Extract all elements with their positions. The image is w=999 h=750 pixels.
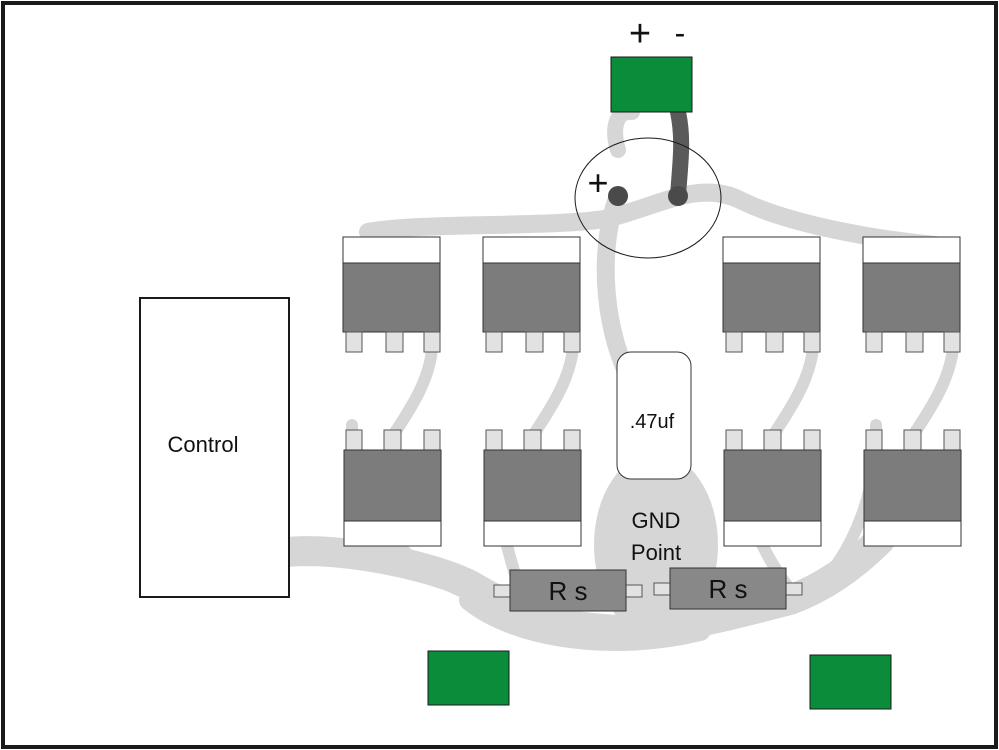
transistor-lower-3 <box>723 429 822 547</box>
transistor-lower-1 <box>343 429 442 547</box>
electrolytic-capacitor-outline <box>574 137 722 259</box>
transistor-lower-4 <box>863 429 962 547</box>
film-capacitor <box>616 351 692 480</box>
transistor-upper-2 <box>482 236 581 353</box>
sense-resistor-left <box>493 569 643 612</box>
transistor-upper-1 <box>342 236 441 353</box>
transistor-upper-3 <box>722 236 821 353</box>
control-block <box>139 297 290 598</box>
output-connector-right <box>809 654 892 710</box>
control-label: Control <box>168 432 239 457</box>
output-connector-left <box>427 650 510 706</box>
connector-plus-label: + <box>629 13 651 55</box>
connector-minus-label: - <box>675 15 686 51</box>
negative-lead-trace <box>670 104 690 204</box>
cap-pin-negative <box>668 186 688 206</box>
gnd-label-line1: GND <box>632 508 681 533</box>
gnd-label-line2: Point <box>631 540 681 565</box>
cap-pin-positive <box>608 186 628 206</box>
transistor-upper-4 <box>862 236 961 353</box>
resistor-right-label: R s <box>709 574 748 604</box>
cap-polarity-mark: + <box>587 162 608 203</box>
film-cap-label: .47uf <box>630 411 675 433</box>
sense-resistor-right <box>653 567 803 610</box>
resistor-left-label: R s <box>549 576 588 606</box>
transistor-lower-2 <box>483 429 582 547</box>
power-connector <box>610 56 693 113</box>
ground-return-trace <box>459 589 711 651</box>
